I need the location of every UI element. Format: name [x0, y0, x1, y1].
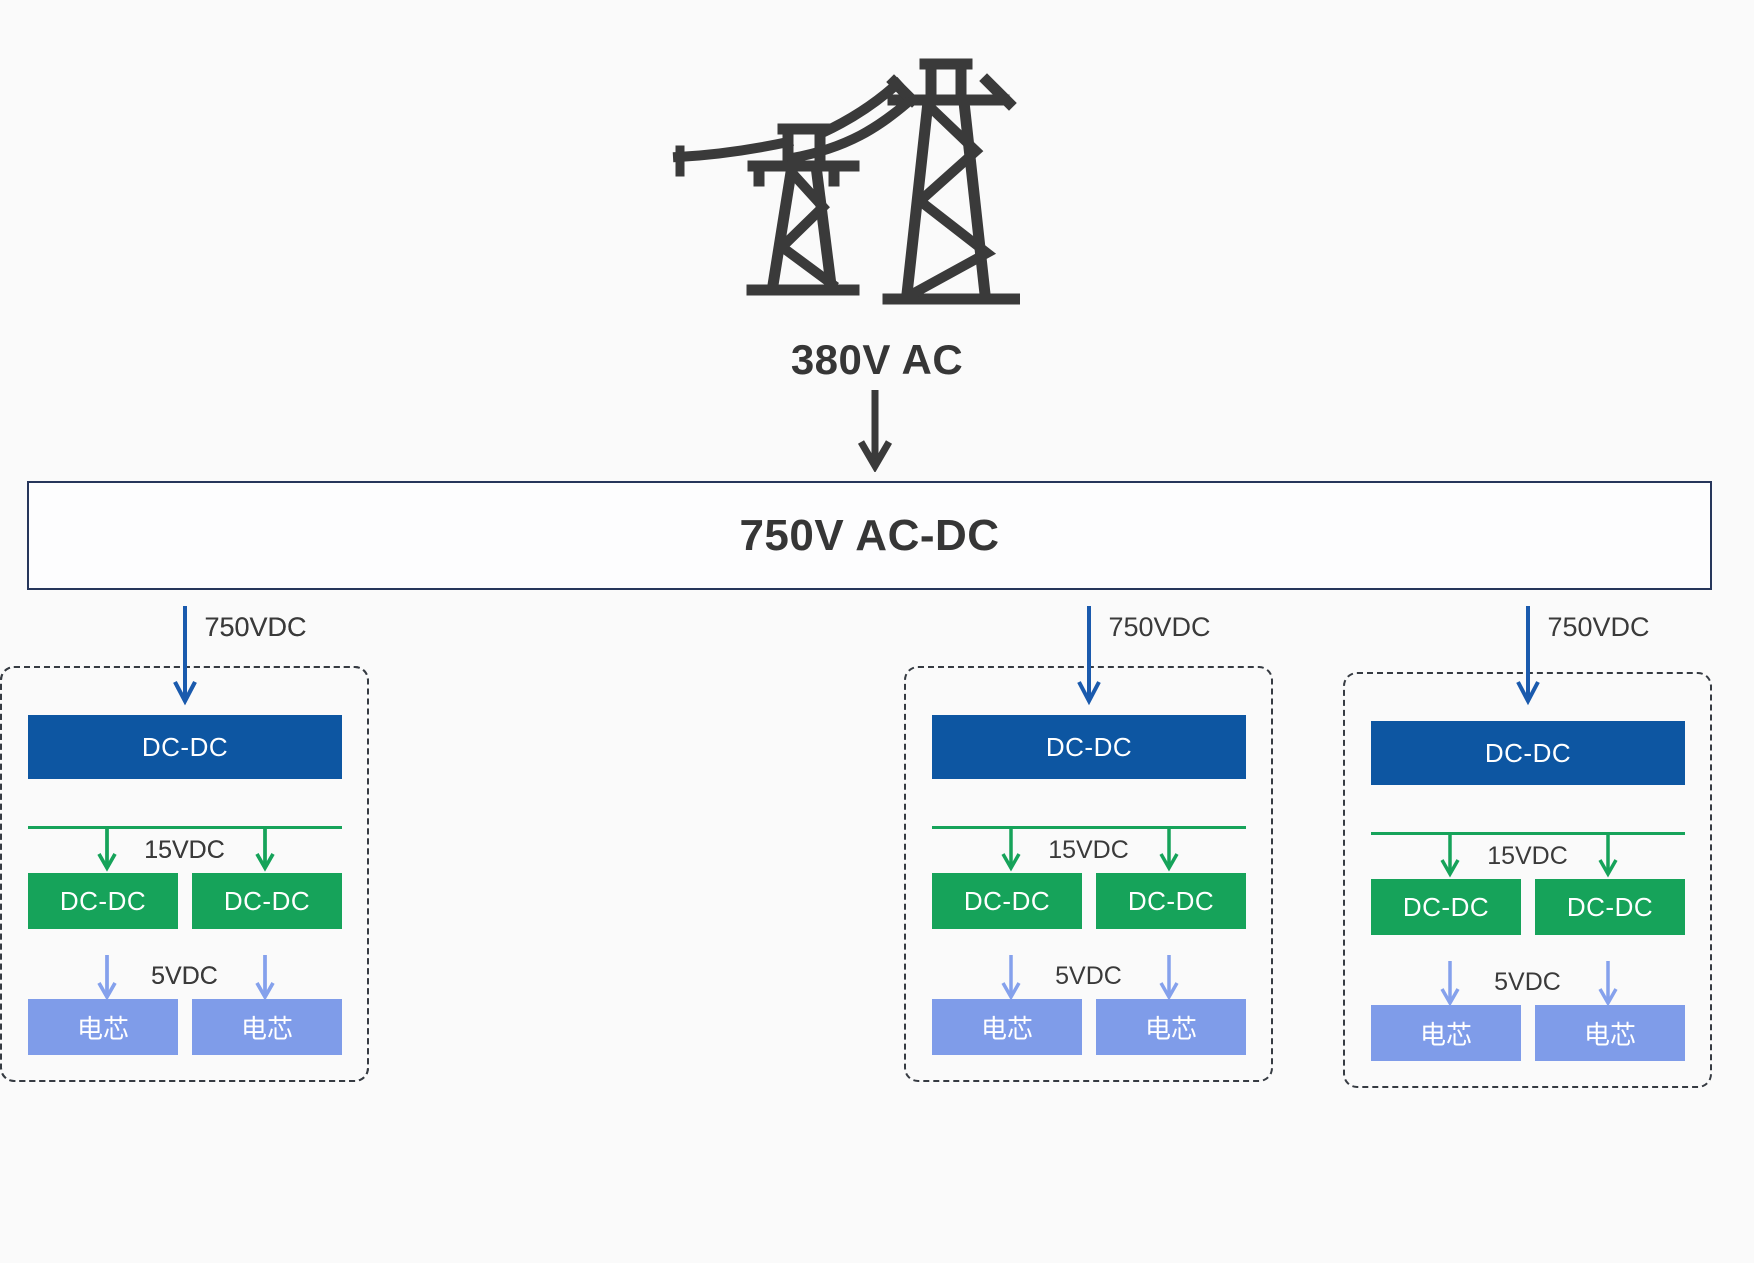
power-lines — [672, 76, 915, 177]
bus-branch-arrow — [1440, 832, 1460, 878]
dc-input-arrow — [172, 606, 197, 706]
module-boundary: DC-DC 15VDC DC-DC DC-DC 5VDC 电芯 电芯 — [1343, 672, 1712, 1088]
module-boundary: DC-DC 15VDC DC-DC DC-DC 5VDC 电芯 电芯 — [904, 666, 1273, 1082]
ac-dc-converter-box: 750V AC-DC — [27, 481, 1712, 590]
power-module-2: 750VDC DC-DC 15VDC DC-DC DC-DC 5VDC 电芯 电… — [1343, 598, 1712, 1098]
secondary-dc-dc-converter: DC-DC — [192, 873, 342, 929]
ac-dc-converter-label: 750V AC-DC — [739, 510, 1000, 560]
dc-input-voltage-label: 750VDC — [1547, 612, 1650, 642]
grid-to-converter-arrow — [857, 390, 893, 472]
cell-feed-arrow — [1440, 961, 1460, 1007]
dc-input-voltage-label: 750VDC — [204, 612, 307, 642]
module-boundary: DC-DC 15VDC DC-DC DC-DC 5VDC 电芯 电芯 — [0, 666, 369, 1082]
mid-voltage-label: 15VDC — [144, 836, 225, 864]
battery-cell-box: 电芯 — [1096, 999, 1246, 1055]
dc-input-arrow — [1515, 606, 1540, 706]
low-voltage-label: 5VDC — [151, 962, 218, 990]
low-voltage-label: 5VDC — [1055, 962, 1122, 990]
dc-input-voltage-label: 750VDC — [1108, 612, 1211, 642]
15v-bus-line — [1371, 832, 1685, 835]
dc-input-arrow — [1076, 606, 1101, 706]
cell-feed-arrow — [97, 955, 117, 1001]
battery-cell-box: 电芯 — [932, 999, 1082, 1055]
power-module-1: 750VDC DC-DC 15VDC DC-DC DC-DC 5VDC 电芯 电… — [904, 598, 1273, 1098]
secondary-dc-dc-converter: DC-DC — [28, 873, 178, 929]
secondary-dc-dc-converter: DC-DC — [932, 873, 1082, 929]
mid-voltage-label: 15VDC — [1048, 836, 1129, 864]
15v-bus-line — [28, 826, 342, 829]
secondary-dc-dc-converter: DC-DC — [1096, 873, 1246, 929]
bus-branch-arrow — [255, 826, 275, 872]
cell-feed-arrow — [1001, 955, 1021, 1001]
primary-dc-dc-converter: DC-DC — [932, 715, 1246, 779]
secondary-dc-dc-converter: DC-DC — [1371, 879, 1521, 935]
bus-branch-arrow — [1598, 832, 1618, 878]
transmission-tower-icon — [672, 58, 1020, 305]
primary-dc-dc-converter: DC-DC — [1371, 721, 1685, 785]
primary-dc-dc-converter: DC-DC — [28, 715, 342, 779]
cell-feed-arrow — [1159, 955, 1179, 1001]
cell-feed-arrow — [255, 955, 275, 1001]
secondary-dc-dc-converter: DC-DC — [1535, 879, 1685, 935]
15v-bus-line — [932, 826, 1246, 829]
mid-voltage-label: 15VDC — [144, 836, 225, 864]
dc-input-voltage-label: 750VDC — [204, 612, 307, 642]
cell-feed-arrow — [1598, 961, 1618, 1007]
bus-branch-arrow — [1001, 826, 1021, 872]
bus-branch-arrow — [97, 826, 117, 872]
low-voltage-label: 5VDC — [1494, 968, 1561, 996]
battery-cell-box: 电芯 — [28, 999, 178, 1055]
battery-cell-box: 电芯 — [192, 999, 342, 1055]
battery-cell-box: 电芯 — [1371, 1005, 1521, 1061]
power-module-4: 750VDC DC-DC 15VDC DC-DC DC-DC 5VDC 电芯 电… — [0, 598, 369, 1098]
bus-branch-arrow — [1159, 826, 1179, 872]
battery-cell-box: 电芯 — [1535, 1005, 1685, 1061]
low-voltage-label: 5VDC — [151, 962, 218, 990]
source-voltage-label: 380V AC — [790, 336, 964, 383]
mid-voltage-label: 15VDC — [1487, 842, 1568, 870]
